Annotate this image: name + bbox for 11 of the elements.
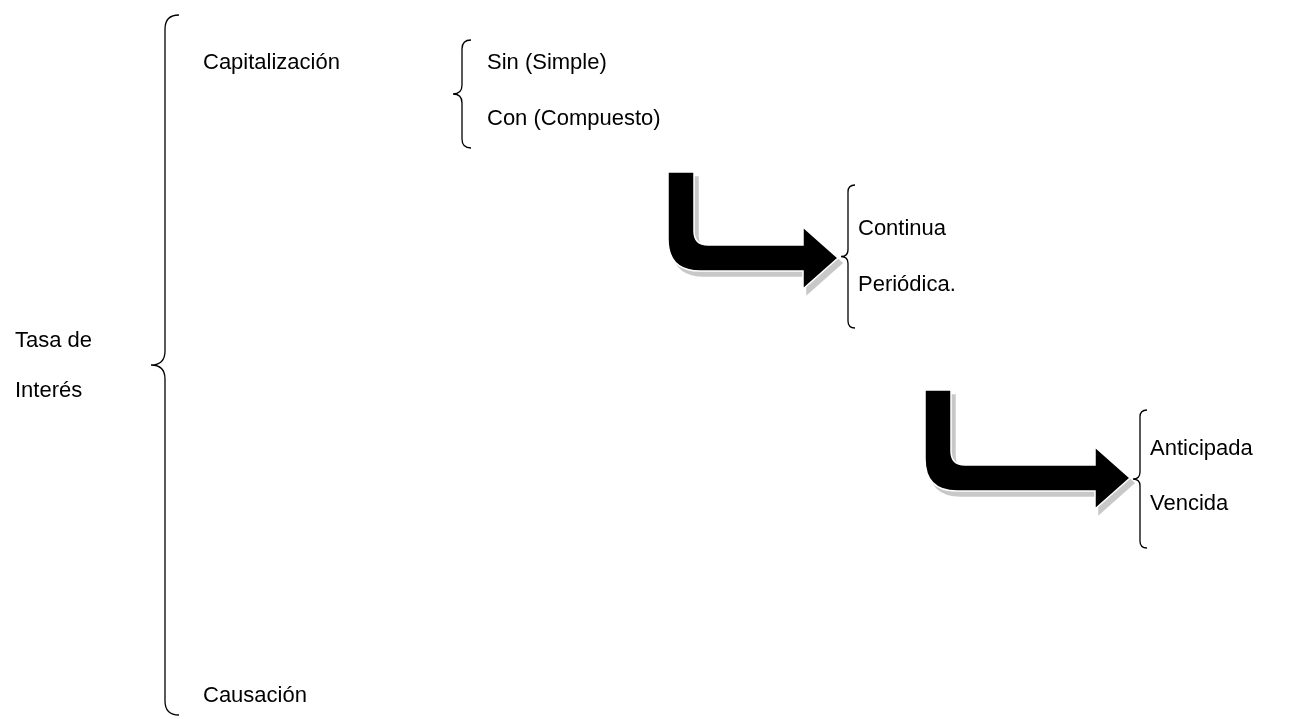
- curved-arrow: [667, 171, 839, 290]
- category-label: Anticipada: [1150, 434, 1253, 462]
- category-label: Tasa de Interés: [15, 315, 115, 415]
- category-label: Sin (Simple): [487, 48, 607, 76]
- curved-arrow: [924, 389, 1131, 510]
- category-label: Con (Compuesto): [487, 104, 661, 132]
- category-label: Vencida: [1150, 489, 1229, 517]
- category-label: Capitalización: [203, 48, 340, 76]
- category-label: Causación: [203, 681, 307, 709]
- category-label: Continua: [858, 214, 947, 242]
- category-label: Periódica.: [858, 270, 956, 298]
